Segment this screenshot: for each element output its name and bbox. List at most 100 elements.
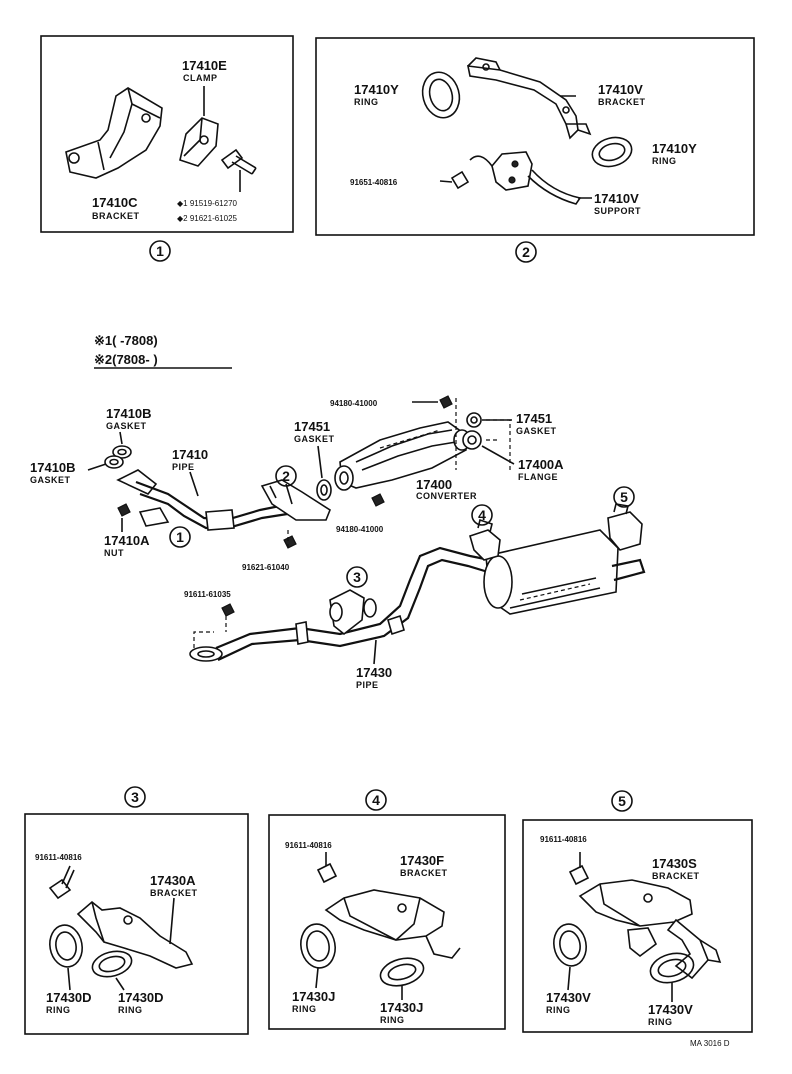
flange-17400a-drawing [462,430,482,450]
bracket-17410v-drawing [466,57,592,140]
inset-4-frame [268,814,506,1030]
gasket-17410b-1-label: GASKET [106,421,147,431]
clamp-17410e-number: 17410E [182,58,227,73]
inset-4: 91611-40816 17430F BRACKET 17430J RING 1… [268,814,506,1030]
ring-17430d-left-drawing [49,924,83,968]
callout-2-top-number: 2 [522,244,530,260]
ring-17410y-right-label: RING [652,156,677,166]
bolt-94180-mid-label: 94180-41000 [336,525,384,534]
hanger-5-drawing [607,503,643,551]
converter-17400-label: CONVERTER [416,491,477,501]
gasket-17451-left-number: 17451 [294,419,330,434]
bolt-91621-label: 91621-61040 [242,563,290,572]
callout-3-main-number: 3 [353,569,361,585]
nut-17410a-drawing [117,503,131,517]
inset-2-frame [315,37,755,236]
inset-5-frame [522,819,753,1033]
pipe-17430-number: 17430 [356,665,392,680]
pipe-17430-label: PIPE [356,680,379,690]
callout-2-main: 2 [275,465,297,487]
gasket-17451-left-drawing [316,479,332,501]
ring-17410y-left-number: 17410Y [354,82,399,97]
gasket-17410b-drawing [104,445,132,469]
support-17410v-drawing [469,151,582,205]
callout-1-main: 1 [169,526,191,548]
ring-17430j-left-label: RING [292,1004,317,1014]
callout-2-main-number: 2 [282,468,290,484]
hanger-3-drawing [329,589,377,636]
ring-17430j-right-number: 17430J [380,1000,423,1015]
callout-4-bottom: 4 [365,789,387,811]
nut-17410a-label: NUT [104,548,124,558]
flange-17400a-number: 17400A [518,457,564,472]
inset-3-frame [24,813,249,1035]
bolt-inset1-drawing [220,148,257,192]
ring-17430d-left-number: 17430D [46,990,92,1005]
clamp-17410e-drawing [179,86,219,167]
gasket-17410b-1-number: 17410B [106,406,152,421]
bracket-17430s-number: 17430S [652,856,697,871]
ring-17430j-left-drawing [300,923,336,969]
bracket-17410v-label: BRACKET [598,97,646,107]
muffler-drawing [483,529,646,615]
ring-17430j-left-number: 17430J [292,989,335,1004]
bolt-91621-drawing [283,535,297,549]
bracket-17430a-drawing [76,897,194,969]
gasket-17410b-2-label: GASKET [30,475,71,485]
callout-1-main-number: 1 [176,529,184,545]
inset-5: 91611-40816 17430S BRACKET 17430V RING 1… [522,819,753,1033]
diagram-code: MA 3016 D [690,1039,730,1048]
gasket-17451-right-drawing [466,412,482,428]
ring-17430d-right-label: RING [118,1005,143,1015]
legend-note-1: ※1( -7808) [94,333,158,348]
pipe-17410-number: 17410 [172,447,208,462]
ring-17430j-right-label: RING [380,1015,405,1025]
ring-17410y-right-drawing [591,136,633,168]
callout-4-bottom-number: 4 [372,792,380,808]
ring-17430v-left-drawing [553,923,587,967]
ring-17430d-right-number: 17430D [118,990,164,1005]
callout-4-main-number: 4 [478,507,486,523]
callout-4-main: 4 [471,504,493,526]
ring-17430d-right-drawing [91,950,133,978]
bolt-91611-61035-label: 91611-61035 [184,590,231,599]
inset-1-frame [40,35,294,233]
bolt-inset3-drawing [48,865,75,900]
gasket-17410b-2-number: 17410B [30,460,76,475]
front-pipe-17410-drawing [116,469,301,531]
gasket-17451-right-label: GASKET [516,426,557,436]
bolt-91519-label: ◆1 91519-61270 [177,199,238,208]
bracket-17430f-drawing [324,889,461,959]
bolt-91621-label: ◆2 91621-61025 [177,214,238,223]
callout-2-top: 2 [515,241,537,263]
bolt-91611-drawing [221,603,235,617]
bracket-17410c-number: 17410C [92,195,138,210]
pipe-17410-label: PIPE [172,462,195,472]
callout-1-top-number: 1 [156,243,164,259]
callout-5-bottom-number: 5 [618,793,626,809]
callout-3-main: 3 [346,566,368,588]
bolt-94180-top-drawing [439,395,453,409]
ring-17430v-left-number: 17430V [546,990,591,1005]
ring-17430j-right-drawing [379,957,425,987]
ring-17430d-left-label: RING [46,1005,71,1015]
callout-5-bottom: 5 [611,790,633,812]
bracket-17430f-number: 17430F [400,853,444,868]
gasket-17451-right-number: 17451 [516,411,552,426]
bolt-inset2-drawing [439,170,470,190]
clamp-17410e-label: CLAMP [183,73,218,83]
bracket-17430s-label: BRACKET [652,871,700,881]
bolt-91651-label: 91651-40816 [350,178,398,187]
bolt-94180-mid-drawing [371,493,385,507]
bracket-17410c-drawing [65,87,163,179]
bracket-17410c-label: BRACKET [92,211,140,221]
ring-17410y-left-drawing [421,71,461,119]
nut-17410a-number: 17410A [104,533,150,548]
bracket-17410v-number: 17410V [598,82,643,97]
bracket-17430s-drawing [578,879,722,980]
ring-17430v-right-drawing [649,952,695,984]
callout-3-bottom-number: 3 [131,789,139,805]
callout-5-main-number: 5 [620,489,628,505]
ring-17410y-left-label: RING [354,97,379,107]
